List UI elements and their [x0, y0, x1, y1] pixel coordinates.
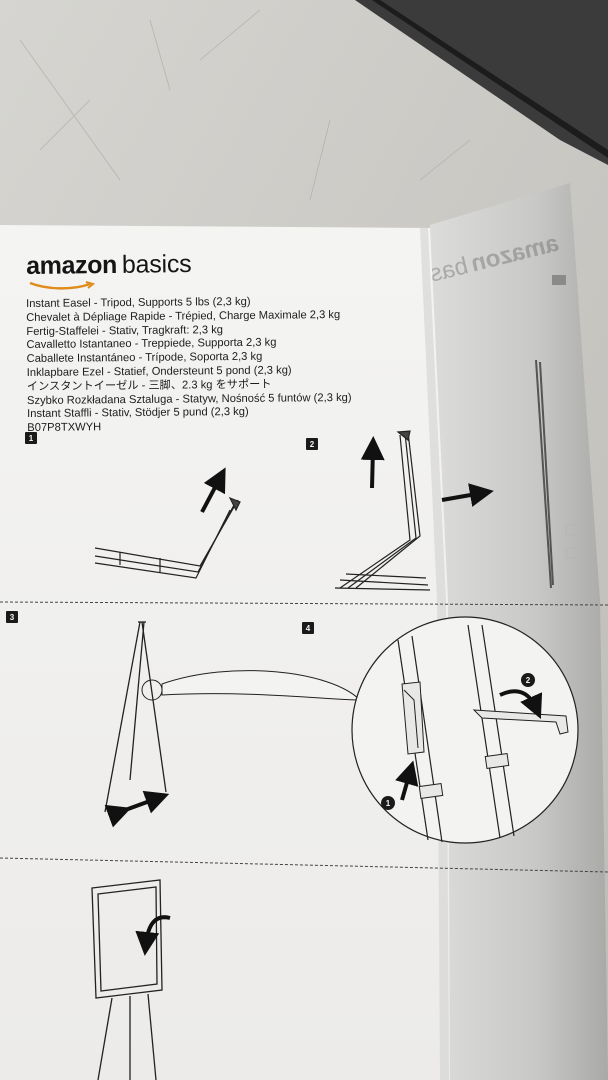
step-badge-numbers: 1 2 3 4 [10, 434, 315, 633]
step3-tripod-illustration [104, 621, 167, 813]
product-title-block: Instant Easel - Tripod, Supports 5 lbs (… [26, 294, 427, 436]
brand-smile-icon [29, 281, 96, 290]
step-badges [6, 432, 318, 634]
step2-easel-illustration [334, 430, 431, 591]
dark-object-edge [372, 0, 608, 158]
back-page-checkboxes [565, 524, 581, 559]
brand-word-amazon: amazon [26, 250, 118, 280]
step1-easel-illustration [94, 496, 241, 579]
step4-clamp-2 [472, 709, 569, 770]
step-4-number: 4 [306, 624, 311, 633]
callout-1-circle [381, 796, 395, 810]
step-1-number: 1 [29, 434, 34, 443]
separator-2 [0, 857, 608, 873]
callout-2-circle [521, 673, 535, 687]
callout-1-number: 1 [386, 799, 391, 808]
sheet-fold-shadow [420, 228, 449, 1080]
back-page-folded-easel [535, 359, 554, 589]
back-page-badge [552, 275, 566, 285]
step5-place-arrow [135, 915, 171, 956]
step4-rotate-arrow [499, 689, 543, 719]
callout-2-number: 2 [526, 676, 531, 685]
step-3-number: 3 [10, 613, 15, 622]
step-2-number: 2 [310, 440, 315, 449]
brand-word-basics: basics [121, 249, 192, 279]
dark-object [355, 0, 608, 165]
callout-numbers: 1 2 [386, 676, 531, 808]
step1-lift-arrow [200, 467, 226, 513]
step4-clamp-1 [401, 681, 444, 800]
step5-board-illustration [91, 879, 163, 1080]
step2-up-arrow [360, 436, 385, 489]
step2-right-arrow [441, 483, 494, 507]
floor-scratches [19, 9, 471, 201]
step3-spread-arrow [104, 790, 170, 828]
step4-push-up-arrow [395, 760, 419, 801]
separator-1 [0, 601, 608, 606]
